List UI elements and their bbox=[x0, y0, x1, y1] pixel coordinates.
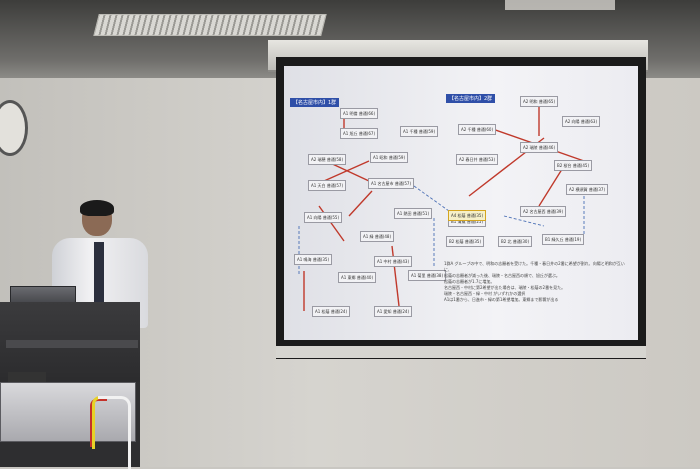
ceiling-vent bbox=[93, 14, 327, 36]
node: A1 明倫 普通(66) bbox=[340, 108, 379, 119]
ceiling-light bbox=[505, 0, 615, 10]
presenter-tie bbox=[94, 242, 104, 302]
node: A1 向陽 普通(55) bbox=[304, 212, 343, 223]
node: A2 明和 普通(65) bbox=[520, 96, 559, 107]
node: A2 名古屋西 普通(39) bbox=[520, 206, 567, 217]
note-line: 1群A グループの中で、明和の志願者を受けた。千種・春日井の2番に希望が割れ、向… bbox=[444, 261, 625, 272]
node: A1 名古屋市 普通(57) bbox=[368, 178, 415, 189]
projection-screen-bar bbox=[276, 346, 646, 358]
node: A1 鳴海 普通(35) bbox=[294, 254, 333, 265]
node: A1 菊里 普通(38) bbox=[408, 270, 447, 281]
note-line: 松蔭の志願者が1.7に増加。 bbox=[444, 279, 495, 284]
node: A2 横須賀 普通(37) bbox=[566, 184, 609, 195]
slide-right-title: 【名古屋市内】2群 bbox=[446, 94, 496, 103]
projected-slide: 【名古屋市内】1群 【名古屋市内】2群 A1 明倫 普通(66) A1 旭丘 普… bbox=[284, 66, 638, 340]
node: A1 昭和 普通(59) bbox=[370, 152, 409, 163]
node: A1 千種 普通(59) bbox=[400, 126, 439, 137]
note-line: A1は1番から、日進市・緑の第1希望増加。東郷まで影響が出る bbox=[444, 297, 559, 302]
node: A2 瑞穂 普通(58) bbox=[308, 154, 347, 165]
node: A1 松蔭 普通(24) bbox=[312, 306, 351, 317]
presenter-hair bbox=[80, 200, 114, 216]
selected-node: A4 松蔭 普通(35) bbox=[448, 210, 487, 221]
node: A2 千種 普通(60) bbox=[458, 124, 497, 135]
node: A1 緑 普通(48) bbox=[360, 231, 395, 242]
node: A1 愛知 普通(24) bbox=[374, 306, 413, 317]
node: A1 東郷 普通(40) bbox=[338, 272, 377, 283]
node: B2 北 普通(30) bbox=[498, 236, 533, 247]
node: B2 桜台 普通(45) bbox=[554, 160, 593, 171]
node: A2 瑞陵 普通(46) bbox=[520, 142, 559, 153]
note-line: 松蔭の志願者が減った後、瑞陵・名古屋西の順で、旭丘が選ぶ。 bbox=[444, 273, 560, 278]
note-line: 瑞陵・名古屋西・緑・中村 がいずれかの選択 bbox=[444, 291, 526, 296]
node: A2 春日井 普通(53) bbox=[456, 154, 499, 165]
node: B2 松蔭 普通(35) bbox=[446, 236, 485, 247]
node: A1 天白 普通(57) bbox=[308, 180, 347, 191]
slide-left-title: 【名古屋市内】1群 bbox=[290, 98, 340, 107]
projector bbox=[0, 382, 136, 442]
projector-top bbox=[8, 372, 46, 382]
slide-notes: 1群A グループの中で、明和の志願者を受けた。千種・春日井の2番に希望が割れ、向… bbox=[444, 261, 628, 303]
podium-ridge bbox=[6, 340, 138, 348]
node: A2 向陽 普通(63) bbox=[562, 116, 601, 127]
note-line: 名古屋西・中村に第2希望が出た場合は、瑞陵・松蔭の2番を見た。 bbox=[444, 285, 566, 290]
node: A1 熱田 普通(51) bbox=[394, 208, 433, 219]
white-cable bbox=[98, 396, 131, 469]
node: B1 緑久丘 普通(19) bbox=[542, 234, 585, 245]
node: A1 中村 普通(43) bbox=[374, 256, 413, 267]
node: A1 旭丘 普通(67) bbox=[340, 128, 379, 139]
wall-clock bbox=[0, 100, 28, 156]
